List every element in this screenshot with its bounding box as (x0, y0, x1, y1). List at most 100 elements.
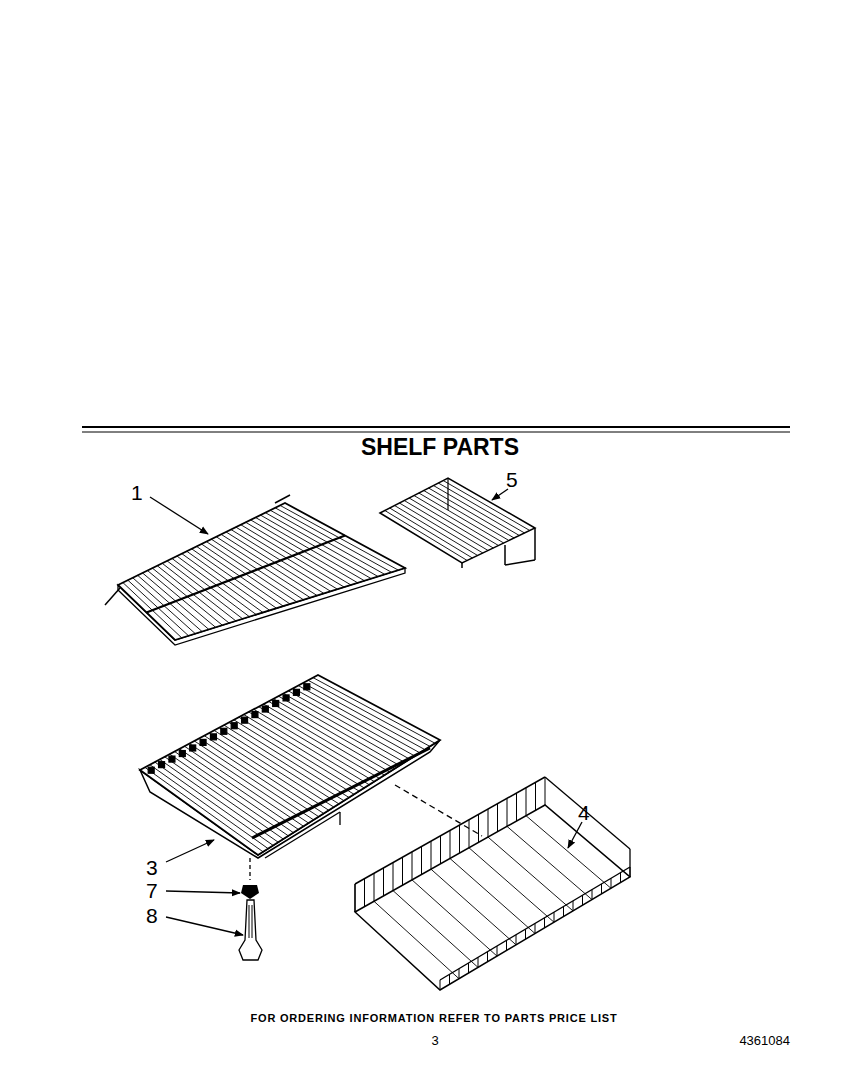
wire (506, 940, 507, 950)
wire (431, 841, 432, 869)
wire (374, 901, 459, 978)
wire (402, 857, 403, 885)
wire (419, 493, 504, 543)
leader-line (166, 840, 214, 862)
callout-number: 3 (146, 857, 158, 878)
shelf-slot (242, 717, 248, 723)
leader-line (568, 822, 582, 848)
wire (364, 879, 365, 907)
wire (629, 849, 630, 877)
wire (355, 777, 545, 884)
shelf-frame (380, 478, 535, 563)
wire (234, 720, 354, 794)
assembly-line (249, 858, 250, 880)
ordering-note: FOR ORDERING INFORMATION REFER TO PARTS … (251, 1013, 618, 1024)
clip-part (241, 885, 259, 899)
wire (438, 483, 524, 533)
wire (209, 733, 329, 810)
wire (601, 884, 602, 894)
wire (534, 528, 536, 560)
wire (393, 863, 394, 891)
wire (526, 788, 527, 816)
shelf-slot (304, 684, 310, 690)
wire (440, 836, 441, 864)
wire (355, 884, 356, 912)
wire (354, 884, 355, 912)
wire (545, 777, 630, 849)
wire (554, 912, 555, 922)
wire (459, 825, 460, 853)
wire (249, 712, 369, 785)
wire (224, 725, 344, 801)
wire (487, 952, 488, 962)
wire (611, 878, 612, 888)
wire (219, 728, 339, 804)
wire (278, 696, 399, 765)
shelf-slot (252, 712, 258, 718)
wire (214, 730, 334, 807)
rule-line (82, 426, 790, 428)
wire (395, 506, 478, 556)
wire (145, 767, 263, 851)
wire (461, 563, 463, 568)
wire (516, 793, 517, 821)
wire (275, 495, 290, 503)
wire (199, 738, 318, 816)
wire (497, 804, 498, 832)
wire (424, 491, 509, 541)
wire (244, 715, 364, 788)
wire (469, 820, 470, 848)
wire (229, 723, 349, 798)
shelf-slot (179, 751, 185, 757)
callout-number: 5 (506, 469, 518, 490)
page-number: 3 (431, 1034, 438, 1047)
wire (563, 907, 564, 917)
shelf-slot (283, 695, 289, 701)
wire (105, 588, 120, 605)
wire (194, 741, 313, 820)
wire (374, 873, 375, 901)
wire (414, 496, 499, 546)
shelf-slot (221, 728, 227, 734)
wire (298, 686, 420, 753)
wire (308, 680, 430, 746)
wire (440, 980, 441, 990)
wire (504, 545, 506, 565)
wire (450, 859, 535, 934)
wire (478, 957, 479, 967)
document-number: 4361084 (739, 1034, 790, 1047)
shelf-slot (200, 739, 206, 745)
wire (535, 924, 536, 934)
rule-line (82, 432, 790, 433)
shelf-slot (293, 689, 299, 695)
wire (412, 880, 497, 956)
shelf-slot (148, 767, 154, 773)
callout-number: 4 (578, 802, 590, 823)
shelf-frame (355, 805, 630, 990)
wire (507, 798, 508, 826)
shelf-slot (169, 756, 175, 762)
wire (283, 693, 404, 762)
wire (488, 809, 489, 837)
callout-number: 7 (146, 880, 158, 901)
wire (431, 869, 516, 945)
wire (582, 895, 583, 905)
wire (269, 701, 390, 772)
wire (383, 868, 384, 896)
wire (265, 812, 340, 858)
wire (393, 891, 478, 968)
leader-line (492, 489, 508, 500)
leader-line (150, 497, 208, 534)
shelf-frame (140, 675, 440, 855)
wire (535, 782, 536, 810)
diagram-title: SHELF PARTS (361, 436, 519, 459)
wire (409, 498, 493, 548)
wire (505, 560, 535, 565)
wire (468, 963, 469, 973)
shelf-slot (210, 734, 216, 740)
wire (469, 848, 554, 922)
wire (573, 901, 574, 911)
knob-part (239, 900, 262, 960)
wire (204, 736, 323, 814)
